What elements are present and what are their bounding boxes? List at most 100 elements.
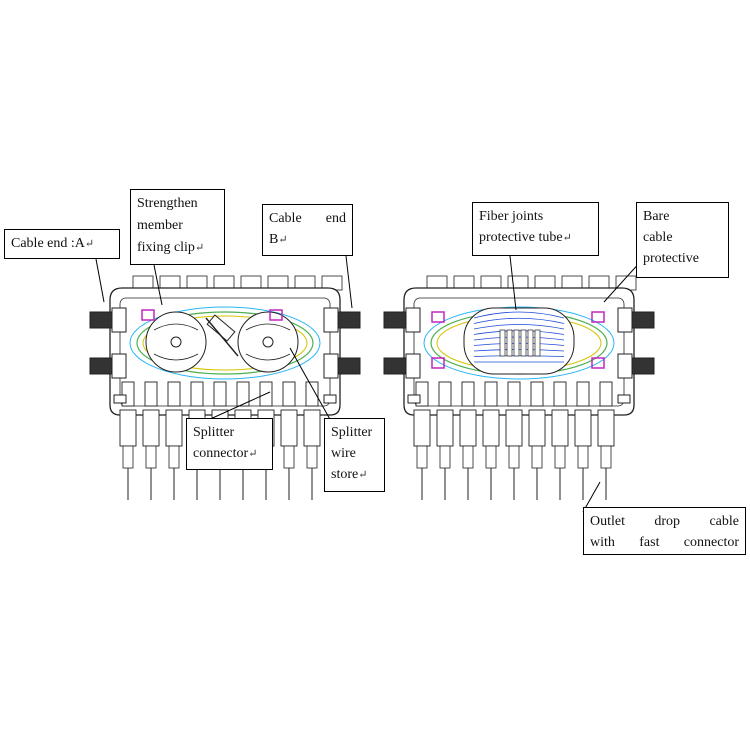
mount-tab xyxy=(407,394,421,404)
connector-boot xyxy=(283,445,295,469)
side-cable-gland xyxy=(337,311,361,329)
connector-boot xyxy=(306,445,318,469)
splice-protector-slot xyxy=(506,329,513,357)
strength-member-clip xyxy=(269,309,283,321)
fast-connector xyxy=(459,409,477,447)
leader-line xyxy=(509,255,517,311)
fast-connector xyxy=(142,409,160,447)
side-cable-gland xyxy=(89,311,113,329)
cable-clamp xyxy=(617,307,633,333)
fast-connector xyxy=(505,409,523,447)
leader-line xyxy=(95,258,105,303)
spool-guide xyxy=(245,353,291,361)
side-cable-gland xyxy=(383,311,407,329)
connector-boot xyxy=(145,445,157,469)
connector-boot xyxy=(416,445,428,469)
side-cable-gland xyxy=(631,357,655,375)
splitter-body xyxy=(205,317,239,357)
cable-clamp xyxy=(405,353,421,379)
outlet-adapter xyxy=(530,381,544,407)
cable-clamp xyxy=(323,307,339,333)
splitter-module xyxy=(206,314,236,342)
connector-boot xyxy=(508,445,520,469)
fast-connector xyxy=(413,409,431,447)
label-fiber-joints-protective-tube: Fiber joints protective tube↵ xyxy=(472,202,599,256)
fast-connector xyxy=(303,409,321,447)
outlet-adapter xyxy=(461,381,475,407)
outlet-adapter xyxy=(576,381,590,407)
fast-connector xyxy=(574,409,592,447)
outlet-adapter xyxy=(236,381,250,407)
side-cable-gland xyxy=(337,357,361,375)
connector-boot xyxy=(554,445,566,469)
strength-member-clip xyxy=(141,309,155,321)
fiber-route-cyan xyxy=(129,306,321,380)
fast-connector xyxy=(482,409,500,447)
leader-line xyxy=(603,259,643,303)
bare-cable-protector xyxy=(431,311,445,323)
leader-lines xyxy=(95,255,643,513)
fiber-joint-loop xyxy=(473,317,565,324)
spool-guide xyxy=(245,323,291,331)
splice-protector-slot xyxy=(534,329,541,357)
spool-hub xyxy=(170,336,182,348)
outlet-adapter xyxy=(599,381,613,407)
fiber-joint-loop xyxy=(473,311,565,319)
mount-tab xyxy=(113,394,127,404)
outlet-adapter xyxy=(190,381,204,407)
fast-connector xyxy=(528,409,546,447)
outlet-adapter xyxy=(305,381,319,407)
splice-protector-slot xyxy=(520,329,527,357)
fast-connector xyxy=(280,409,298,447)
bare-cable-protector xyxy=(431,357,445,369)
fast-connector xyxy=(551,409,569,447)
cable-clamp xyxy=(617,353,633,379)
mount-tab xyxy=(617,394,631,404)
spool-hub xyxy=(262,336,274,348)
fiber-route-yellow xyxy=(142,315,308,371)
fiber-joint-loop xyxy=(473,324,565,330)
side-cable-gland xyxy=(89,357,113,375)
outlet-adapter xyxy=(438,381,452,407)
leader-line xyxy=(153,264,163,306)
cable-clamp xyxy=(405,307,421,333)
label-splitter-wire-store: Splitter wire store↵ xyxy=(324,418,385,492)
outlet-adapter xyxy=(282,381,296,407)
outlet-adapter xyxy=(484,381,498,407)
outlet-adapter xyxy=(507,381,521,407)
label-cable-end-b: Cable end B↵ xyxy=(262,204,353,256)
splice-protector-slot xyxy=(499,329,506,357)
bare-cable-protector xyxy=(591,357,605,369)
outlet-adapter xyxy=(167,381,181,407)
outlet-adapter xyxy=(144,381,158,407)
leader-line xyxy=(289,347,337,431)
spool-guide xyxy=(153,353,199,361)
connector-boot xyxy=(439,445,451,469)
side-cable-gland xyxy=(631,311,655,329)
splice-protector-slot xyxy=(513,329,520,357)
connector-boot xyxy=(122,445,134,469)
cable-clamp xyxy=(111,307,127,333)
connector-boot xyxy=(462,445,474,469)
connector-boot xyxy=(531,445,543,469)
side-cable-gland xyxy=(383,357,407,375)
fast-connector xyxy=(597,409,615,447)
fiber-route-cyan xyxy=(423,306,615,380)
connector-boot xyxy=(485,445,497,469)
mount-tab xyxy=(323,394,337,404)
label-cable-end-a: Cable end :A↵ xyxy=(4,229,120,259)
label-bare-cable-protective: Bare cable protective xyxy=(636,202,729,278)
right-distribution-box xyxy=(383,275,655,500)
left-distribution-box xyxy=(89,275,361,500)
outlet-adapter xyxy=(553,381,567,407)
connector-boot xyxy=(600,445,612,469)
connector-boot xyxy=(577,445,589,469)
spool-guide xyxy=(153,323,199,331)
bare-cable-protector xyxy=(591,311,605,323)
label-splitter-connector: Splitter connector↵ xyxy=(186,418,273,470)
fast-connector xyxy=(165,409,183,447)
leader-line xyxy=(345,255,353,309)
cable-clamp xyxy=(323,353,339,379)
